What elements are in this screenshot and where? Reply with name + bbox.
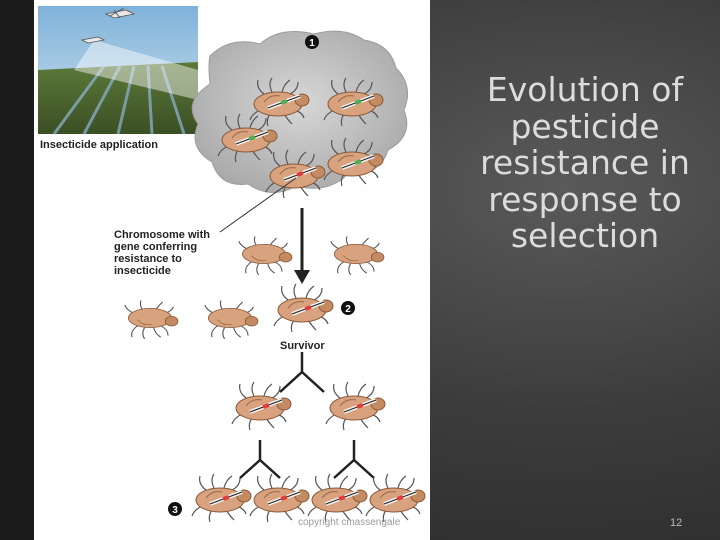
slide-left-bar xyxy=(0,0,34,540)
insecticide-application-photo xyxy=(38,6,198,135)
survivor-label: Survivor xyxy=(280,340,325,352)
slide-title: Evolution of pesticide resistance in res… xyxy=(480,70,690,255)
pesticide-resistance-figure: 1 2 3 Insecticide application Chromosome… xyxy=(34,0,430,540)
copyright-footer: copyright cmassengale xyxy=(298,517,401,528)
step-2-marker: 2 xyxy=(345,304,351,315)
step-1-marker: 1 xyxy=(309,38,315,49)
step-3-marker: 3 xyxy=(172,505,178,516)
chromosome-label: Chromosome with gene conferring resistan… xyxy=(114,229,210,277)
insecticide-application-caption: Insecticide application xyxy=(40,139,158,151)
page-number: 12 xyxy=(670,517,683,529)
figure-illustration: 1 2 3 xyxy=(38,6,426,523)
